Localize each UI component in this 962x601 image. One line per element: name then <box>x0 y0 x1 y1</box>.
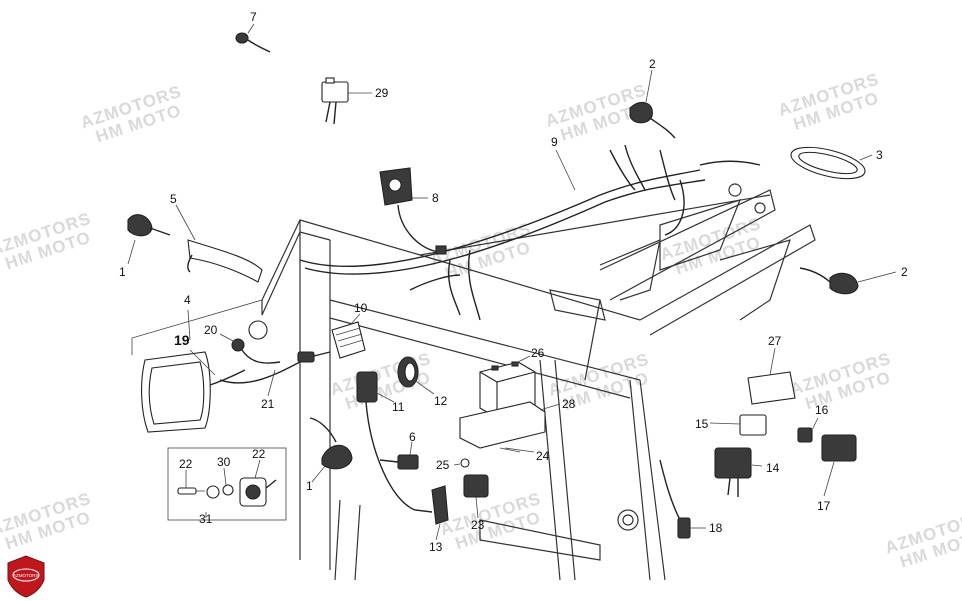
part-15-relay <box>739 414 767 436</box>
part-14-cdi-unit <box>714 447 752 497</box>
part-30-washer <box>206 484 234 499</box>
ignition-key-group <box>167 447 287 521</box>
callout-14: 14 <box>766 461 780 475</box>
callout-2-right: 2 <box>901 265 908 279</box>
part-2-right-blinker <box>799 267 859 295</box>
callout-31: 31 <box>199 512 213 526</box>
leader-lines <box>127 23 897 541</box>
part-18-sensor <box>659 459 691 539</box>
part-1-lower-blinker <box>309 417 353 470</box>
part-17-flasher <box>821 434 857 462</box>
part-1-left-blinker <box>127 214 171 237</box>
part-27-plate <box>747 371 796 405</box>
part-6-connector <box>379 454 419 470</box>
callout-29: 29 <box>375 86 389 100</box>
logo-text: AZMOTORS <box>13 573 38 578</box>
part-23-starter-relay <box>463 474 489 498</box>
callout-2-top: 2 <box>649 57 656 71</box>
callout-28: 28 <box>562 397 576 411</box>
callout-30: 30 <box>217 455 231 469</box>
part-5-headlight-bracket <box>187 239 263 283</box>
part-2-top-blinker <box>629 101 676 139</box>
callout-10: 10 <box>354 301 368 315</box>
part-13-plug-cap <box>431 485 449 525</box>
callout-1-lower: 1 <box>306 479 313 493</box>
callout-4-bracket <box>131 299 263 355</box>
callout-18: 18 <box>709 521 723 535</box>
part-7 <box>235 32 271 53</box>
callout-12: 12 <box>434 394 448 408</box>
callout-23: 23 <box>471 518 485 532</box>
part-29 <box>321 77 349 125</box>
part-19-headlight <box>141 351 246 433</box>
main-harness <box>299 144 761 321</box>
part-24-bracket <box>499 447 521 453</box>
callout-20: 20 <box>204 323 218 337</box>
callout-labels: 7 29 2 9 3 8 5 1 2 4 10 19 20 21 11 12 2… <box>119 10 908 554</box>
part-20-bulb-socket <box>231 320 281 364</box>
callout-1-left: 1 <box>119 265 126 279</box>
callout-13: 13 <box>429 540 443 554</box>
part-21-headlight-harness <box>219 351 331 384</box>
callout-4: 4 <box>184 293 191 307</box>
callout-24: 24 <box>536 449 550 463</box>
callout-16: 16 <box>815 403 829 417</box>
azmotors-logo: AZMOTORS <box>7 555 45 598</box>
part-3-tail-lens <box>790 146 866 180</box>
part-11-ignition-coil <box>356 371 433 513</box>
part-16-connector <box>797 427 813 443</box>
part-28-battery-tray <box>459 401 546 449</box>
callout-27: 27 <box>768 334 782 348</box>
callout-22-switch: 22 <box>252 447 266 461</box>
callout-17: 17 <box>817 499 831 513</box>
part-25-fuse <box>460 458 470 468</box>
callout-21: 21 <box>261 397 275 411</box>
callout-6: 6 <box>409 430 416 444</box>
callout-22-key: 22 <box>179 457 193 471</box>
callout-8: 8 <box>432 191 439 205</box>
part-10-regulator <box>331 321 366 359</box>
callout-25: 25 <box>436 458 450 472</box>
callout-3: 3 <box>876 148 883 162</box>
frame-chassis <box>261 183 816 581</box>
callout-9: 9 <box>551 135 558 149</box>
callout-7: 7 <box>250 10 257 24</box>
callout-11: 11 <box>392 400 405 414</box>
part-8-handlebar-switch <box>379 167 447 255</box>
callout-15: 15 <box>695 417 709 431</box>
callout-26: 26 <box>531 346 545 360</box>
callout-5: 5 <box>170 192 177 206</box>
callout-19: 19 <box>174 332 190 348</box>
part-22-key <box>177 487 205 495</box>
part-22-ignition-switch <box>239 477 277 507</box>
part-12-horn <box>397 356 419 388</box>
